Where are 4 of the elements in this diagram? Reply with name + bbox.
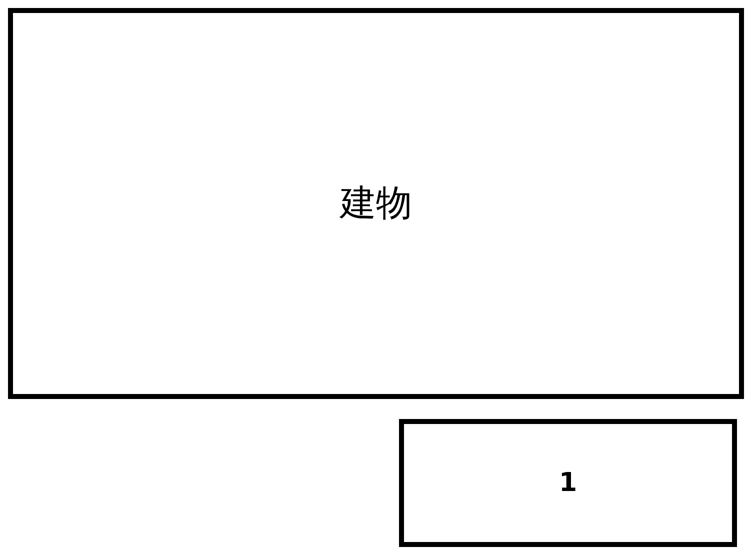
building-label: 建物 [340,182,412,226]
plot-box [399,419,737,547]
plot-number: 1 [558,468,578,498]
building-box [8,8,744,399]
